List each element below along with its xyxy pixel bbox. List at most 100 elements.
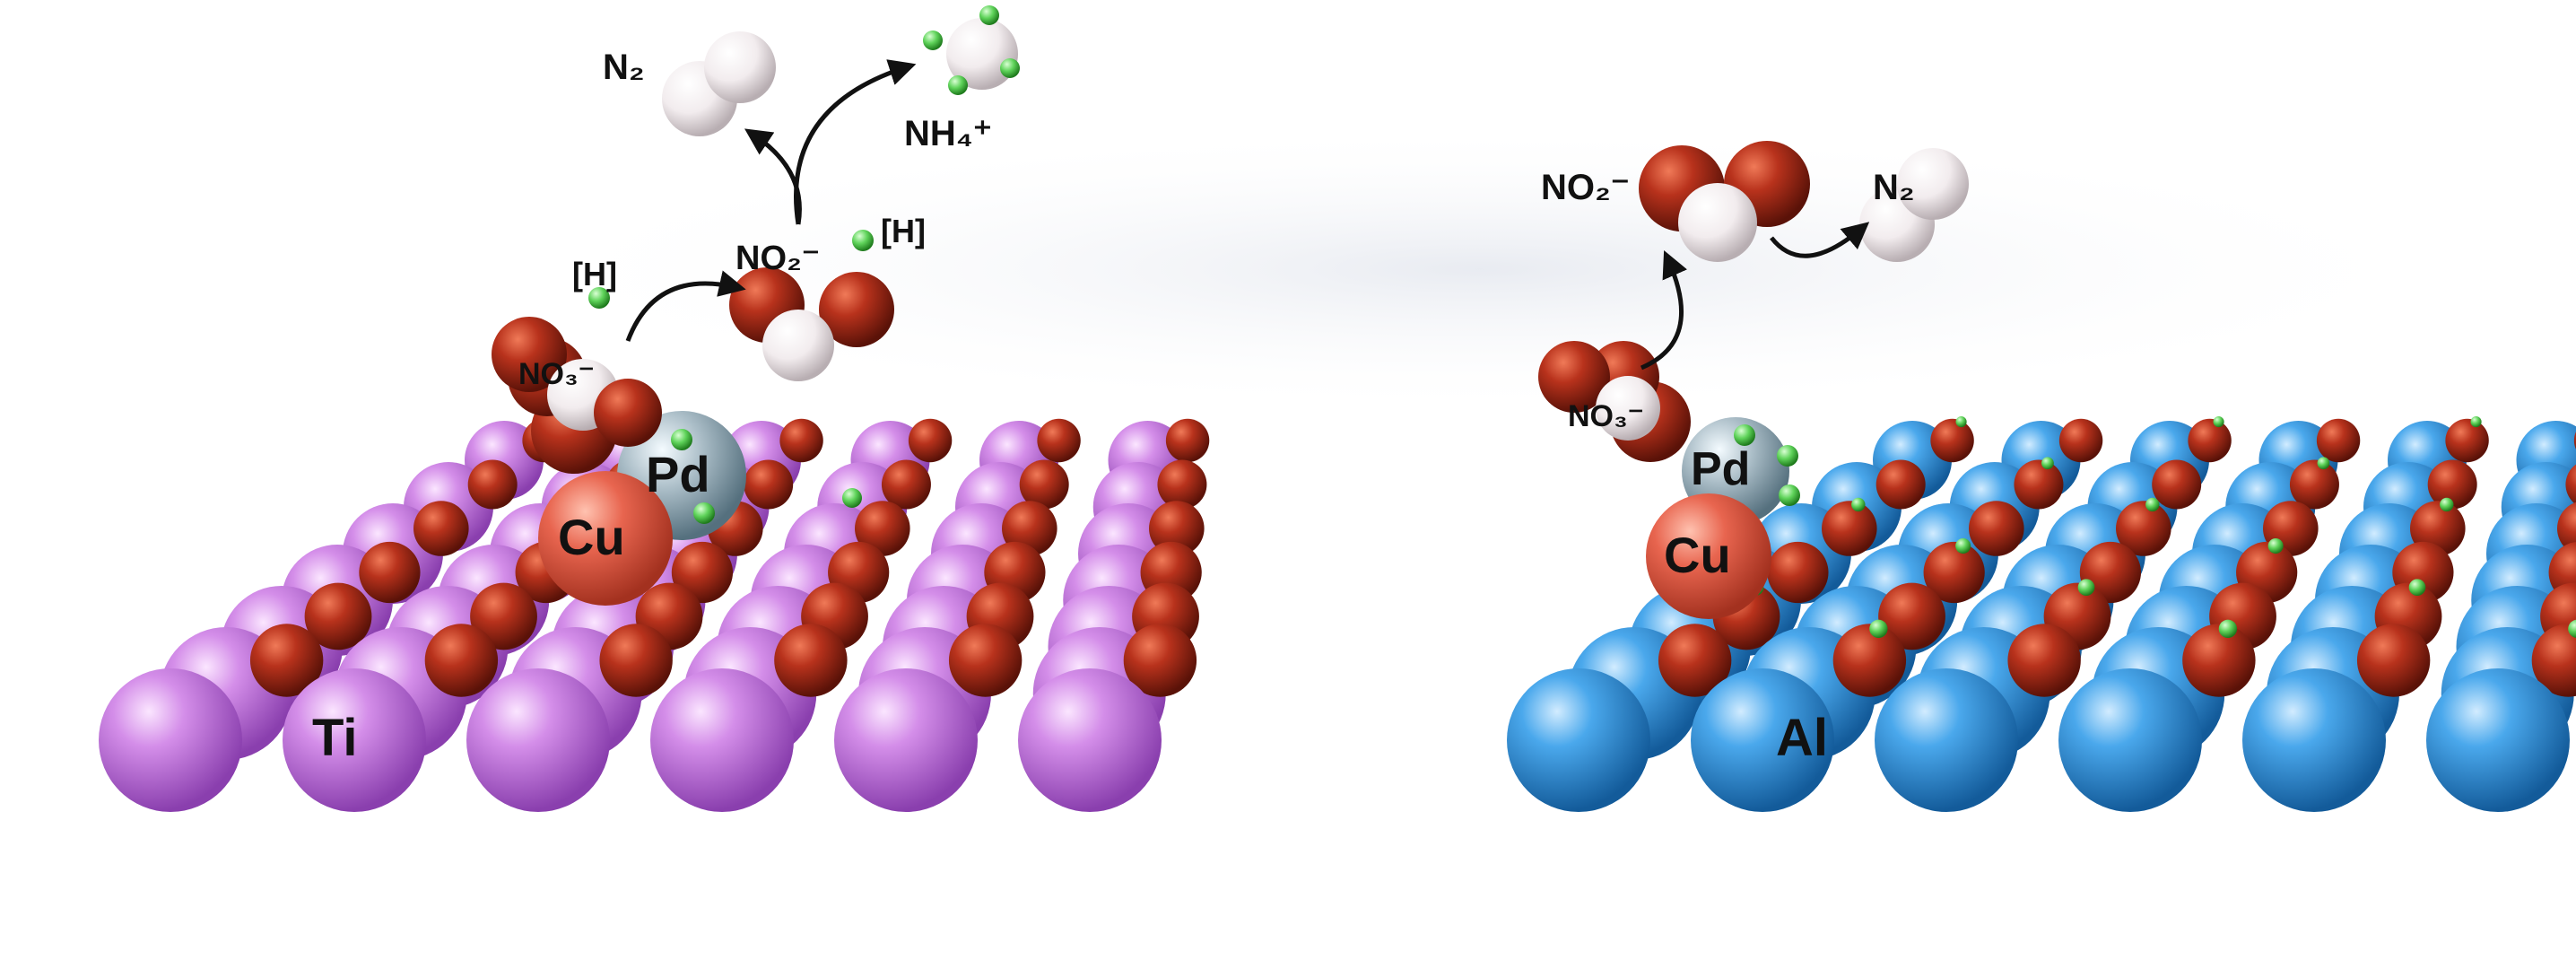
al-hydrogen-atom bbox=[2568, 619, 2576, 638]
ti-oxygen-atom bbox=[744, 459, 794, 510]
ti-oxygen-atom bbox=[413, 501, 469, 556]
ti-oxygen-atom bbox=[779, 418, 823, 463]
al-hydrogen-atom bbox=[2077, 579, 2095, 597]
al-oxygen-atom bbox=[2557, 502, 2576, 555]
al-hydrogen-atom bbox=[2041, 457, 2054, 470]
al-hydrogen-atom bbox=[2218, 619, 2238, 639]
al-oxygen-atom bbox=[2014, 459, 2064, 510]
al-support-atom bbox=[1507, 668, 1650, 812]
right-arrow-no2-to-n2 bbox=[1770, 222, 1870, 258]
background-haze bbox=[493, 126, 2467, 413]
al-oxygen-atom bbox=[2316, 418, 2361, 463]
al-oxygen-atom bbox=[2188, 418, 2232, 463]
ti-oxygen-atom bbox=[1037, 418, 1081, 463]
ti-support-label: Ti bbox=[312, 709, 358, 767]
ti-oxygen-atom bbox=[1165, 418, 1210, 463]
ti-oxygen-atom bbox=[855, 501, 910, 556]
ti-oxygen-atom bbox=[671, 541, 734, 604]
ti-oxygen-atom bbox=[1123, 624, 1197, 697]
left-no2-o2 bbox=[819, 272, 894, 347]
ti-oxygen-atom bbox=[1157, 459, 1207, 510]
al-support-label: Al bbox=[1776, 709, 1828, 767]
left-no2-n bbox=[762, 310, 834, 381]
al-oxygen-atom bbox=[2427, 459, 2477, 510]
ti-oxygen-atom bbox=[881, 459, 931, 510]
right-h-on-pd-3 bbox=[1779, 484, 1800, 506]
left-cu-label: Cu bbox=[558, 509, 625, 565]
right-no3-label: NO₃⁻ bbox=[1568, 399, 1644, 433]
al-oxygen-atom bbox=[2058, 418, 2103, 463]
ti-oxygen-atom bbox=[467, 459, 518, 510]
al-oxygen-atom bbox=[2565, 464, 2576, 505]
right-cu-atom bbox=[1646, 493, 1771, 619]
ti-oxygen-atom bbox=[908, 418, 953, 463]
al-hydrogen-atom bbox=[1869, 619, 1888, 639]
al-oxygen-atom bbox=[1658, 624, 1732, 697]
nh4-h-1 bbox=[979, 5, 999, 25]
al-oxygen-atom bbox=[2289, 459, 2339, 510]
al-hydrogen-atom bbox=[2267, 538, 2284, 554]
nh4-h-2 bbox=[1000, 58, 1020, 78]
left-n2-atom-2 bbox=[704, 31, 776, 103]
al-hydrogen-atom bbox=[1955, 416, 1967, 428]
right-h-on-pd-2 bbox=[1777, 445, 1798, 467]
al-oxygen-atom bbox=[1969, 501, 2024, 556]
left-arrow-no3-to-no2 bbox=[625, 270, 746, 342]
right-cu-label: Cu bbox=[1664, 527, 1731, 583]
al-oxygen-atom bbox=[1767, 541, 1829, 604]
left-arrow-to-n2 bbox=[744, 128, 802, 225]
left-nh4-label: NH₄⁺ bbox=[904, 114, 992, 153]
left-h-on-pd-2 bbox=[693, 502, 715, 524]
al-hydrogen-atom bbox=[2145, 497, 2160, 512]
al-oxygen-atom bbox=[2152, 459, 2202, 510]
ti-oxygen-atom bbox=[424, 624, 499, 697]
al-hydrogen-atom bbox=[2213, 416, 2224, 428]
left-no3-o2 bbox=[594, 379, 662, 447]
al-support-atom bbox=[2058, 668, 2202, 812]
nh4-h-4 bbox=[923, 31, 943, 50]
right-no2-n bbox=[1678, 183, 1757, 262]
right-pd-label: Pd bbox=[1691, 443, 1750, 495]
ti-oxygen-atom bbox=[249, 624, 324, 697]
ti-support-atom bbox=[1018, 668, 1162, 812]
ti-oxygen-atom bbox=[470, 582, 537, 650]
al-oxygen-atom bbox=[1878, 582, 1945, 650]
al-oxygen-atom bbox=[1923, 541, 1985, 604]
left-n2-label: N₂ bbox=[603, 48, 645, 87]
al-hydrogen-atom bbox=[2440, 497, 2454, 512]
al-hydrogen-atom bbox=[1851, 497, 1866, 512]
left-arrow-to-nh4 bbox=[794, 59, 917, 225]
left-no3-o1 bbox=[492, 317, 567, 392]
ti-oxygen-atom bbox=[948, 624, 1023, 697]
al-oxygen-atom bbox=[2182, 624, 2256, 697]
ti-oxygen-atom bbox=[1149, 501, 1205, 556]
ti-support-lattice bbox=[99, 418, 1210, 812]
al-support-atom bbox=[2242, 668, 2386, 812]
al-support-lattice bbox=[1507, 416, 2576, 812]
left-no2-label: NO₂⁻ bbox=[735, 240, 820, 277]
al-oxygen-atom bbox=[2116, 501, 2171, 556]
al-oxygen-atom bbox=[1875, 459, 1926, 510]
left-h-on-pd-1 bbox=[671, 429, 692, 450]
al-oxygen-atom bbox=[2007, 624, 2081, 697]
al-hydrogen-atom bbox=[1955, 538, 1971, 554]
al-oxygen-atom bbox=[2531, 624, 2576, 697]
ti-oxygen-atom bbox=[304, 582, 372, 650]
ti-support-atom bbox=[834, 668, 978, 812]
ti-support-atom bbox=[466, 668, 610, 812]
al-oxygen-atom bbox=[2573, 432, 2576, 449]
ti-oxygen-atom bbox=[774, 624, 848, 697]
al-oxygen-atom bbox=[2079, 541, 2142, 604]
al-oxygen-atom bbox=[1832, 624, 1907, 697]
ti-support-atom bbox=[283, 668, 426, 812]
nh4-h-3 bbox=[948, 75, 968, 95]
left-h-atom-1 bbox=[588, 287, 610, 309]
al-hydrogen-atom bbox=[2317, 457, 2330, 470]
left-h-atom-2 bbox=[852, 230, 874, 251]
right-n2-atom-2 bbox=[1897, 148, 1969, 220]
al-oxygen-atom bbox=[2356, 624, 2431, 697]
right-no3-o1 bbox=[1538, 341, 1610, 413]
al-oxygen-atom bbox=[2445, 418, 2489, 463]
al-hydrogen-atom bbox=[2470, 416, 2482, 428]
